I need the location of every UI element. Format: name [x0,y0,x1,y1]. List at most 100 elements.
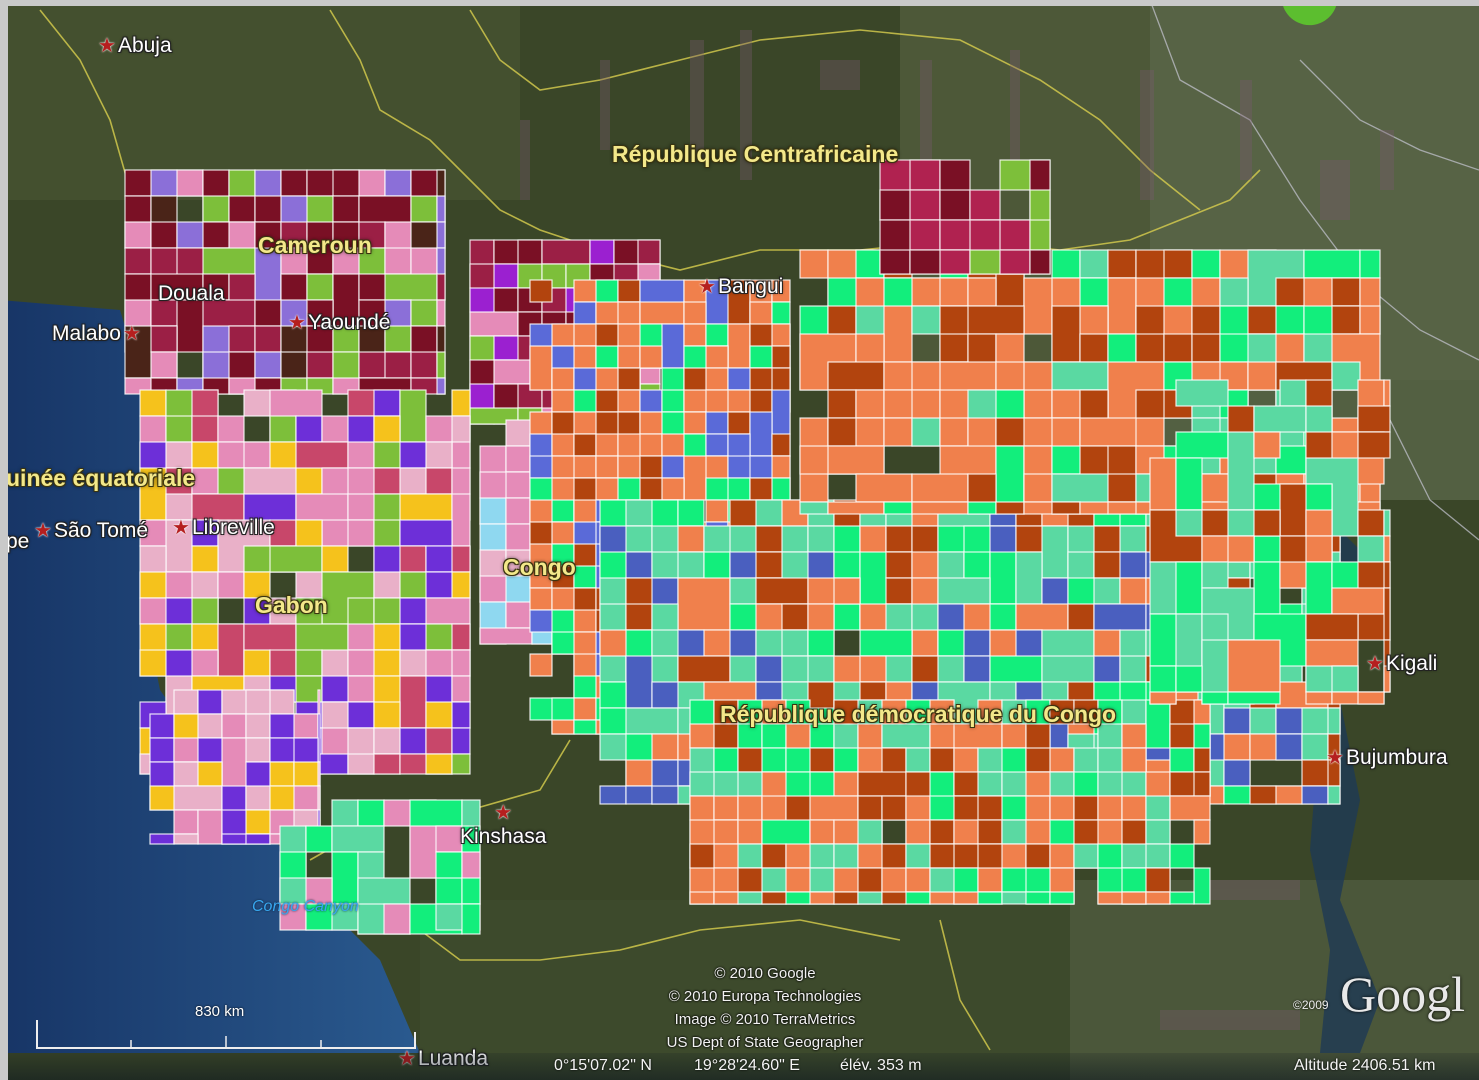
coverage-tile [573,565,597,589]
coverage-tile [1107,277,1137,335]
coverage-tile [749,411,773,457]
credit-line: Image © 2010 TerraMetrics [674,1011,856,1028]
coverage-tile [451,415,471,443]
status-elevation: élév. 353 m [840,1057,922,1074]
city-label: pe [6,530,30,553]
coverage-tile [479,627,533,645]
coverage-tile [347,701,375,729]
coverage-tile [1331,361,1361,391]
city-libreville[interactable]: ★Libreville [172,515,275,540]
coverage-tile [977,891,1003,905]
coverage-tile [905,747,931,773]
coverage-tile [124,221,152,249]
coverage-tile [885,655,913,683]
city-pe-partial[interactable]: pe [6,530,29,554]
status-altitude: Altitude 2406.51 km [1294,1057,1436,1074]
label-cameroun: Cameroun [258,232,372,258]
coverage-tile [911,417,941,447]
city-label: Kigali [1385,651,1438,675]
coverage-tile [551,719,575,735]
coverage-tile [1331,665,1359,693]
coverage-tile [1253,431,1281,459]
city-abuja[interactable]: ★Abuja [98,33,172,58]
city-yaounde[interactable]: ★Yaoundé [288,310,390,335]
coverage-tile [885,577,913,605]
city-douala[interactable]: Douala [158,282,225,306]
coverage-tile [977,867,1003,893]
coverage-tile [191,415,219,443]
coverage-tile [809,747,835,773]
status-longitude: 19°28'24.60" E [694,1057,800,1074]
coverage-tile [1383,379,1391,407]
city-bangui[interactable]: ★Bangui [698,274,783,299]
imagery-credits: © 2010 Google © 2010 Europa Technologies… [600,962,930,1054]
coverage-tile [1301,785,1329,805]
credit-line: US Dept of State Geographer [666,1034,864,1051]
coverage-tile [551,521,575,545]
coverage-tile [651,733,679,761]
coverage-tile [625,785,653,805]
coverage-tile [124,247,152,275]
coverage-tile [939,189,971,221]
coverage-tile [1327,707,1341,735]
coverage-tile [1163,333,1193,363]
coverage-tile [727,323,751,369]
coverage-tile [989,603,1017,631]
coverage-tile [1201,561,1229,589]
credit-line: © 2010 Europa Technologies [668,988,862,1005]
coverage-tile [827,501,885,515]
coverage-tile [885,525,913,553]
coverage-tile [1305,535,1333,563]
coverage-tile [1327,785,1341,805]
coverage-tile [529,587,553,611]
coverage-tile [493,263,519,289]
coverage-tile [809,867,835,893]
coverage-tile [165,441,193,469]
coverage-tile [639,345,663,369]
coverage-tile [451,571,471,599]
scale-bar [36,1020,416,1049]
coverage-tile [995,501,1025,515]
coverage-tile [1301,733,1329,761]
coverage-tile [977,819,1003,845]
coverage-tile [173,809,199,835]
coverage-tile [254,299,282,327]
coverage-tile [149,713,175,739]
coverage-tile [881,723,931,749]
city-bujumbura[interactable]: ★Bujumbura [1326,745,1448,770]
coverage-tile [306,351,334,379]
label-guinee-equatoriale: uinée équatoriale [6,465,196,491]
coverage-tile [705,499,729,523]
coverage-tile [617,367,641,391]
coverage-tile [1227,639,1281,693]
coverage-tile [1191,333,1221,363]
coverage-tile [573,433,597,457]
coverage-tile [197,761,223,787]
coverage-tile [977,771,1003,797]
coverage-tile [1275,733,1303,761]
city-kigali[interactable]: ★Kigali [1366,651,1437,676]
coverage-tile [399,519,453,547]
coverage-tile [905,891,931,905]
coverage-tile [1383,509,1391,537]
status-bar [0,1053,1479,1080]
coverage-tile [295,493,349,521]
coverage-tile [1383,561,1391,589]
coverage-tile [827,361,885,391]
city-label: Bangui [717,274,784,298]
coverage-tile [1079,249,1109,279]
city-kinshasa[interactable]: ★Kinshasa [460,800,546,849]
capital-star-icon: ★ [172,517,190,539]
city-malabo[interactable]: Malabo★ [52,321,141,346]
coverage-tile [1359,305,1381,335]
coverage-tile [833,891,859,905]
coverage-tile [599,681,627,709]
city-sao-tome[interactable]: ★São Tomé [34,518,148,543]
coverage-tile [911,603,939,631]
satellite-strips [520,30,1394,1030]
coverage-tile [761,747,787,773]
coverage-tile [1145,795,1171,821]
coverage-tile [529,279,553,303]
coverage-tile [1135,333,1165,363]
